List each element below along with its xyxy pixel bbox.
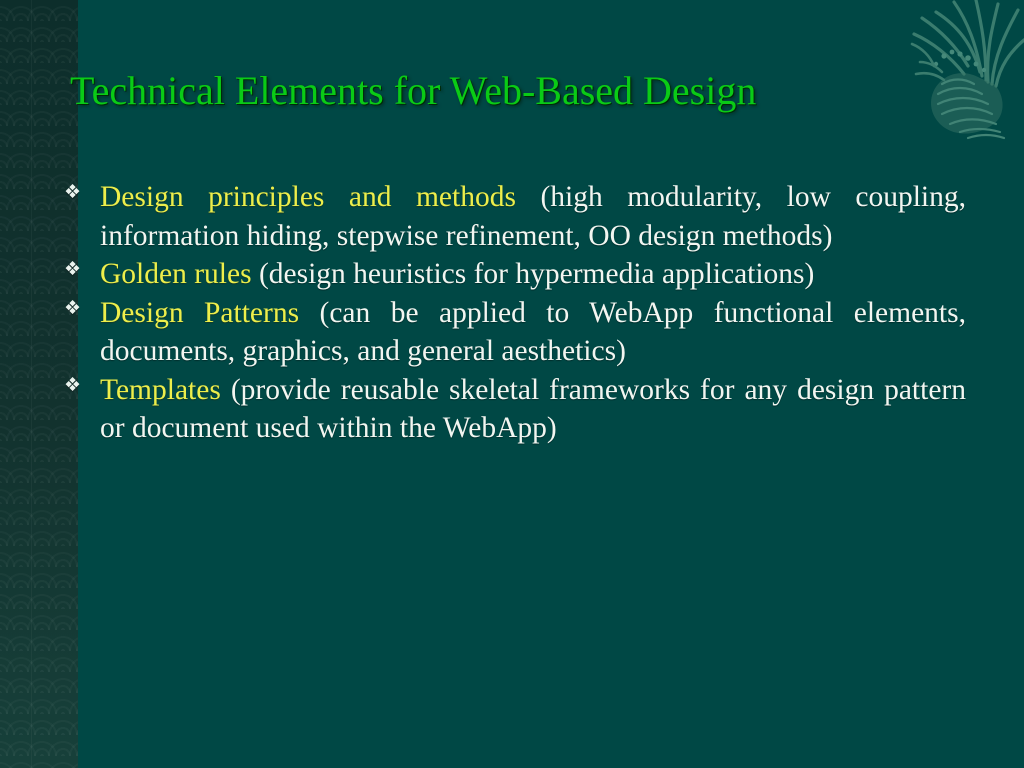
bullet-text: Design principles and methods (high modu… — [100, 178, 966, 255]
bullet-body-text: (can be applied to WebApp functional ele… — [100, 296, 966, 368]
slide-title: Technical Elements for Web-Based Design — [70, 68, 757, 113]
diamond-bullet-icon: ❖ — [64, 259, 82, 280]
list-item: ❖ Design Patterns (can be applied to Web… — [0, 294, 1024, 371]
bullet-text: Design Patterns (can be applied to WebAp… — [100, 294, 966, 371]
bullet-lead-text: Design principles and methods — [100, 181, 516, 213]
bullet-body-text: (design heuristics for hypermedia applic… — [251, 258, 815, 290]
bullet-body-text: (high modularity, low coupling, informat… — [100, 181, 967, 252]
bullet-body-text: (provide reusable skeletal frameworks fo… — [100, 373, 966, 445]
diamond-bullet-icon: ❖ — [64, 374, 82, 396]
diamond-bullet-icon: ❖ — [64, 297, 82, 319]
bullet-text: Golden rules (design heuristics for hype… — [100, 255, 966, 294]
diamond-bullet-icon: ❖ — [64, 182, 82, 203]
bullet-lead-text: Design Patterns — [100, 296, 300, 329]
bullet-lead-text: Golden rules — [100, 258, 252, 290]
left-decorative-band — [0, 0, 78, 768]
list-item: ❖ Templates (provide reusable skeletal f… — [0, 371, 1024, 448]
list-item: ❖ Golden rules (design heuristics for hy… — [0, 255, 1024, 294]
bullet-lead-text: Templates — [100, 373, 221, 406]
bullet-list: ❖ Design principles and methods (high mo… — [0, 178, 1024, 448]
list-item: ❖ Design principles and methods (high mo… — [0, 178, 1024, 255]
bullet-text: Templates (provide reusable skeletal fra… — [100, 371, 966, 448]
